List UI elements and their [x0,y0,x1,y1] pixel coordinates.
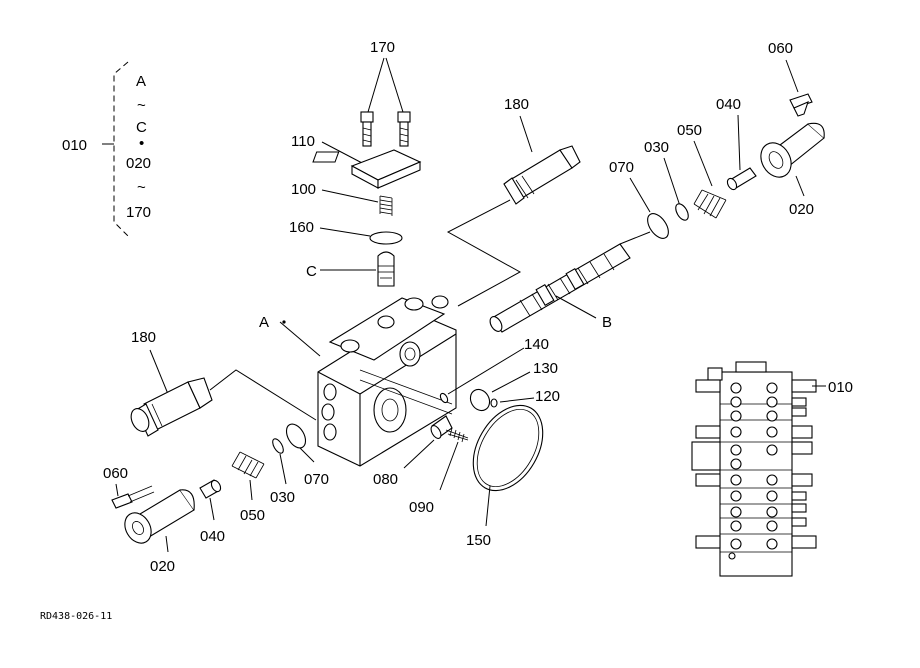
label-180-top: 180 [504,96,529,113]
label-100: 100 [291,181,316,198]
label-050-top: 050 [677,122,702,139]
label-a: A [259,314,269,331]
label-110: 110 [291,133,315,150]
legend-tilde-2: ~ [137,179,146,196]
spring-050-bottom [231,451,265,479]
legend-line-170: 170 [126,204,151,221]
label-040-top: 040 [716,96,741,113]
legend-line-a: A [136,73,146,90]
relief-valve-top: 180 [446,96,581,307]
label-060-top: 060 [768,40,793,57]
retainer-040-bottom [199,479,222,499]
bolt-170-left [360,111,374,147]
label-020-top: 020 [789,201,814,218]
label-170: 170 [370,39,395,56]
label-160: 160 [289,219,314,236]
assembly-overview: 010 [691,361,853,577]
label-070-top: 070 [609,159,634,176]
label-070-bottom: 070 [304,471,329,488]
label-080: 080 [373,471,398,488]
legend-tilde-1: ~ [137,97,146,114]
cover-group: 170 110 100 [289,39,422,287]
spool-group-top: 060 040 050 030 070 020 [489,40,825,333]
legend-group-label: 010 [62,137,87,154]
label-030-bottom: 030 [270,489,295,506]
spool-cap-020-bottom [124,489,195,544]
spring-100 [379,195,393,216]
label-030-top: 030 [644,139,669,156]
screw-060-top [789,93,813,117]
plug-group: 080 090 [373,415,469,516]
label-120: 120 [535,388,560,405]
label-c: C [306,263,317,280]
range-legend: 010 A ~ C • 020 ~ 170 [62,61,151,237]
spring-050-top [693,189,727,219]
label-010-right: 010 [828,379,853,396]
bolt-170-right [397,111,411,147]
seal-group: 140 130 120 150 [439,336,560,549]
label-050-bottom: 050 [240,507,265,524]
figure-code: RD438-026-11 [40,611,112,622]
oring-070-bottom [285,423,307,449]
label-060-bottom: 060 [103,465,128,482]
label-090: 090 [409,499,434,516]
label-180-left: 180 [131,329,156,346]
valve-body-a: A [259,295,457,467]
part-140 [439,392,449,404]
label-040-bottom: 040 [200,528,225,545]
washer-030-bottom [272,438,284,454]
part-120 [490,398,498,408]
legend-line-020: 020 [126,155,151,172]
label-130: 130 [533,360,558,377]
oring-130 [469,388,491,412]
retainer-040-top [726,167,757,191]
oring-070-top [647,213,669,239]
oring-160 [369,231,403,245]
label-020-bottom: 020 [150,558,175,575]
screw-060-bottom [111,485,155,509]
spool-b [489,231,651,333]
label-140: 140 [524,336,549,353]
label-150: 150 [466,532,491,549]
plug-080 [430,415,453,439]
oring-150 [472,404,544,492]
label-b: B [602,314,612,331]
relief-valve-left: 180 [130,329,317,437]
washer-030-top [675,203,689,221]
legend-dot: • [139,135,144,152]
screw-090 [445,427,469,443]
spool-cap-020-top [760,122,825,197]
spool-group-bottom: 070 030 050 040 020 060 [103,423,329,575]
legend-line-c: C [136,119,147,136]
poppet-c [377,251,395,287]
